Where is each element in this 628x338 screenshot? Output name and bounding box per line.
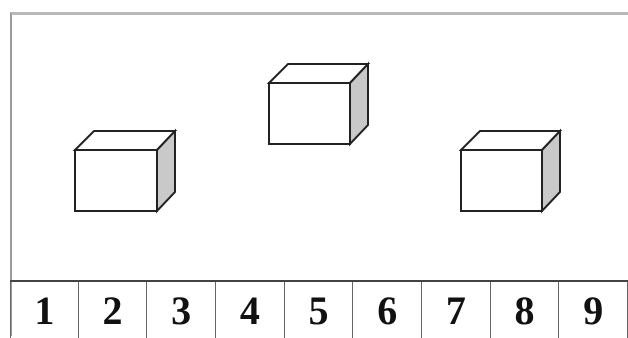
right-box-front	[461, 150, 542, 211]
number-cell-1: 1	[10, 282, 79, 338]
right-box	[461, 131, 560, 211]
number-cell-8: 8	[491, 282, 560, 338]
middle-box	[269, 64, 368, 144]
left-box-front	[75, 150, 157, 211]
number-cell-5: 5	[285, 282, 354, 338]
number-cell-3: 3	[147, 282, 216, 338]
number-cell-7: 7	[422, 282, 491, 338]
number-cell-2: 2	[79, 282, 148, 338]
left-box	[75, 131, 175, 211]
number-cell-4: 4	[216, 282, 285, 338]
number-cell-6: 6	[353, 282, 422, 338]
number-cell-9: 9	[559, 282, 628, 338]
number-row: 1 2 3 4 5 6 7 8 9	[10, 280, 628, 338]
middle-box-front	[269, 83, 350, 144]
